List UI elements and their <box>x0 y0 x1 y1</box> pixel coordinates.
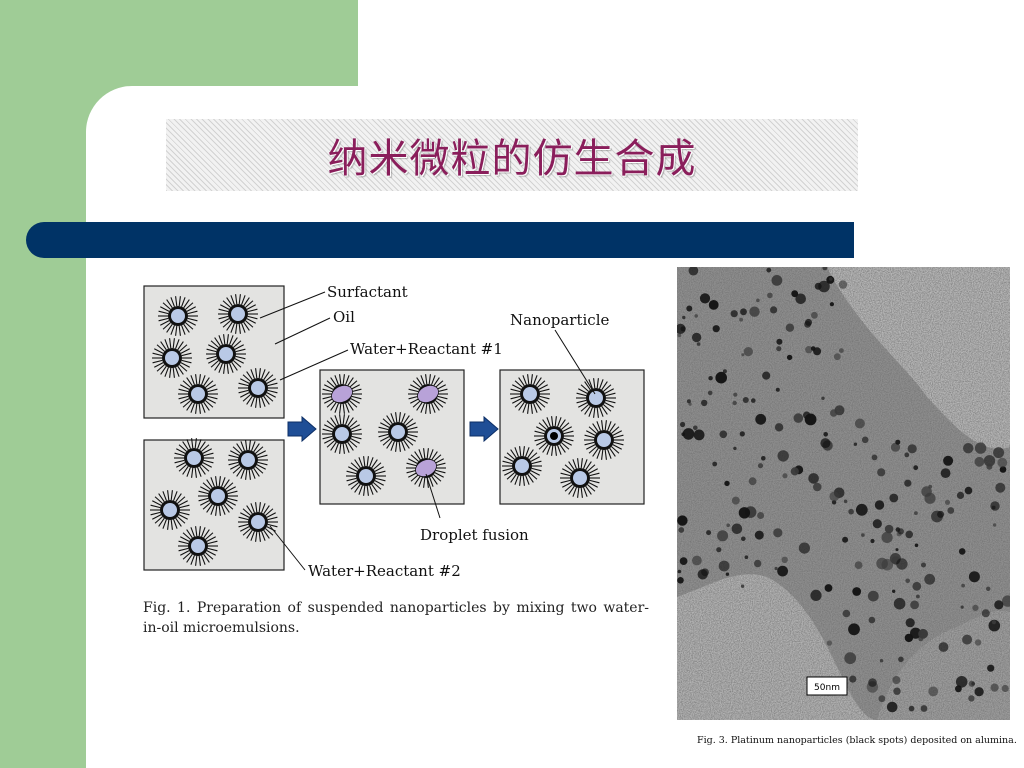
figure-1-caption: Fig. 1. Preparation of suspended nanopar… <box>143 600 649 636</box>
micelle <box>576 378 616 418</box>
leader-line <box>554 329 596 395</box>
micelle <box>158 296 198 336</box>
tem-micrograph: 50nm <box>677 267 1010 720</box>
micelle <box>150 490 190 530</box>
micelle <box>238 368 278 408</box>
platinum-particles <box>677 267 1010 713</box>
micelles <box>150 294 624 566</box>
micelle <box>560 458 600 498</box>
micelle <box>346 456 386 496</box>
micelle <box>510 374 550 414</box>
diagram-boxes <box>143 285 645 571</box>
figure-3-caption: Fig. 3. Platinum nanoparticles (black sp… <box>697 735 1017 746</box>
micelle <box>178 526 218 566</box>
leader-line <box>274 317 331 345</box>
label-nanoparticle: Nanoparticle <box>510 311 609 329</box>
label-water-reactant-1: Water+Reactant #1 <box>350 340 503 358</box>
micelle <box>218 294 258 334</box>
microemulsion-diagram: Surfactant Oil Water+Reactant #1 Nanopar… <box>143 283 645 580</box>
micelle <box>378 412 418 452</box>
leader-line <box>259 291 326 319</box>
micelle <box>584 420 624 460</box>
micelle <box>502 446 542 486</box>
scale-bar-label: 50nm <box>814 683 840 693</box>
micelle <box>206 334 246 374</box>
title-box: 纳米微粒的仿生合成 <box>166 119 858 191</box>
navy-divider-bar <box>26 222 854 258</box>
micelle <box>238 502 278 542</box>
micelle <box>198 476 238 516</box>
label-oil: Oil <box>333 308 355 326</box>
micelle <box>406 448 446 488</box>
label-surfactant: Surfactant <box>327 283 408 301</box>
micelle <box>408 374 448 414</box>
label-water-reactant-2: Water+Reactant #2 <box>308 562 461 580</box>
micelle <box>178 374 218 414</box>
leader-line <box>425 473 441 519</box>
leader-lines <box>259 291 596 571</box>
micelle <box>228 440 268 480</box>
micelle <box>322 374 362 414</box>
micelle <box>174 438 214 478</box>
label-droplet-fusion: Droplet fusion <box>420 526 529 544</box>
micelle <box>152 338 192 378</box>
scale-bar-box <box>806 676 848 696</box>
micelle <box>534 416 574 456</box>
micelle <box>322 414 362 454</box>
arrow-2 <box>469 415 499 443</box>
arrow-1 <box>287 415 317 443</box>
leader-line <box>279 349 349 381</box>
leader-line <box>269 525 306 571</box>
slide-title: 纳米微粒的仿生合成 <box>327 136 697 182</box>
